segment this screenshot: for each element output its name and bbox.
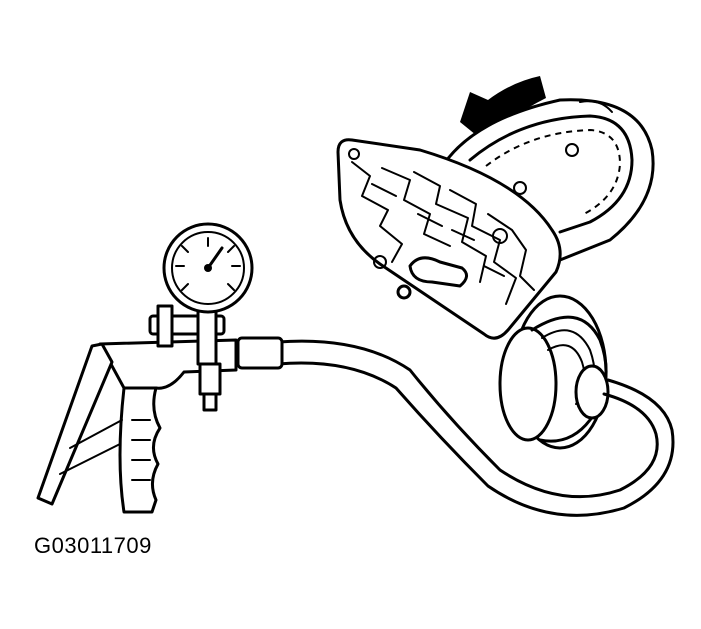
vacuum-hose <box>276 339 675 517</box>
figure-code: G03011709 <box>34 533 152 558</box>
mounting-plate <box>336 138 562 340</box>
vacuum-pump <box>36 222 284 514</box>
vacuum-diaphragm <box>498 294 610 450</box>
